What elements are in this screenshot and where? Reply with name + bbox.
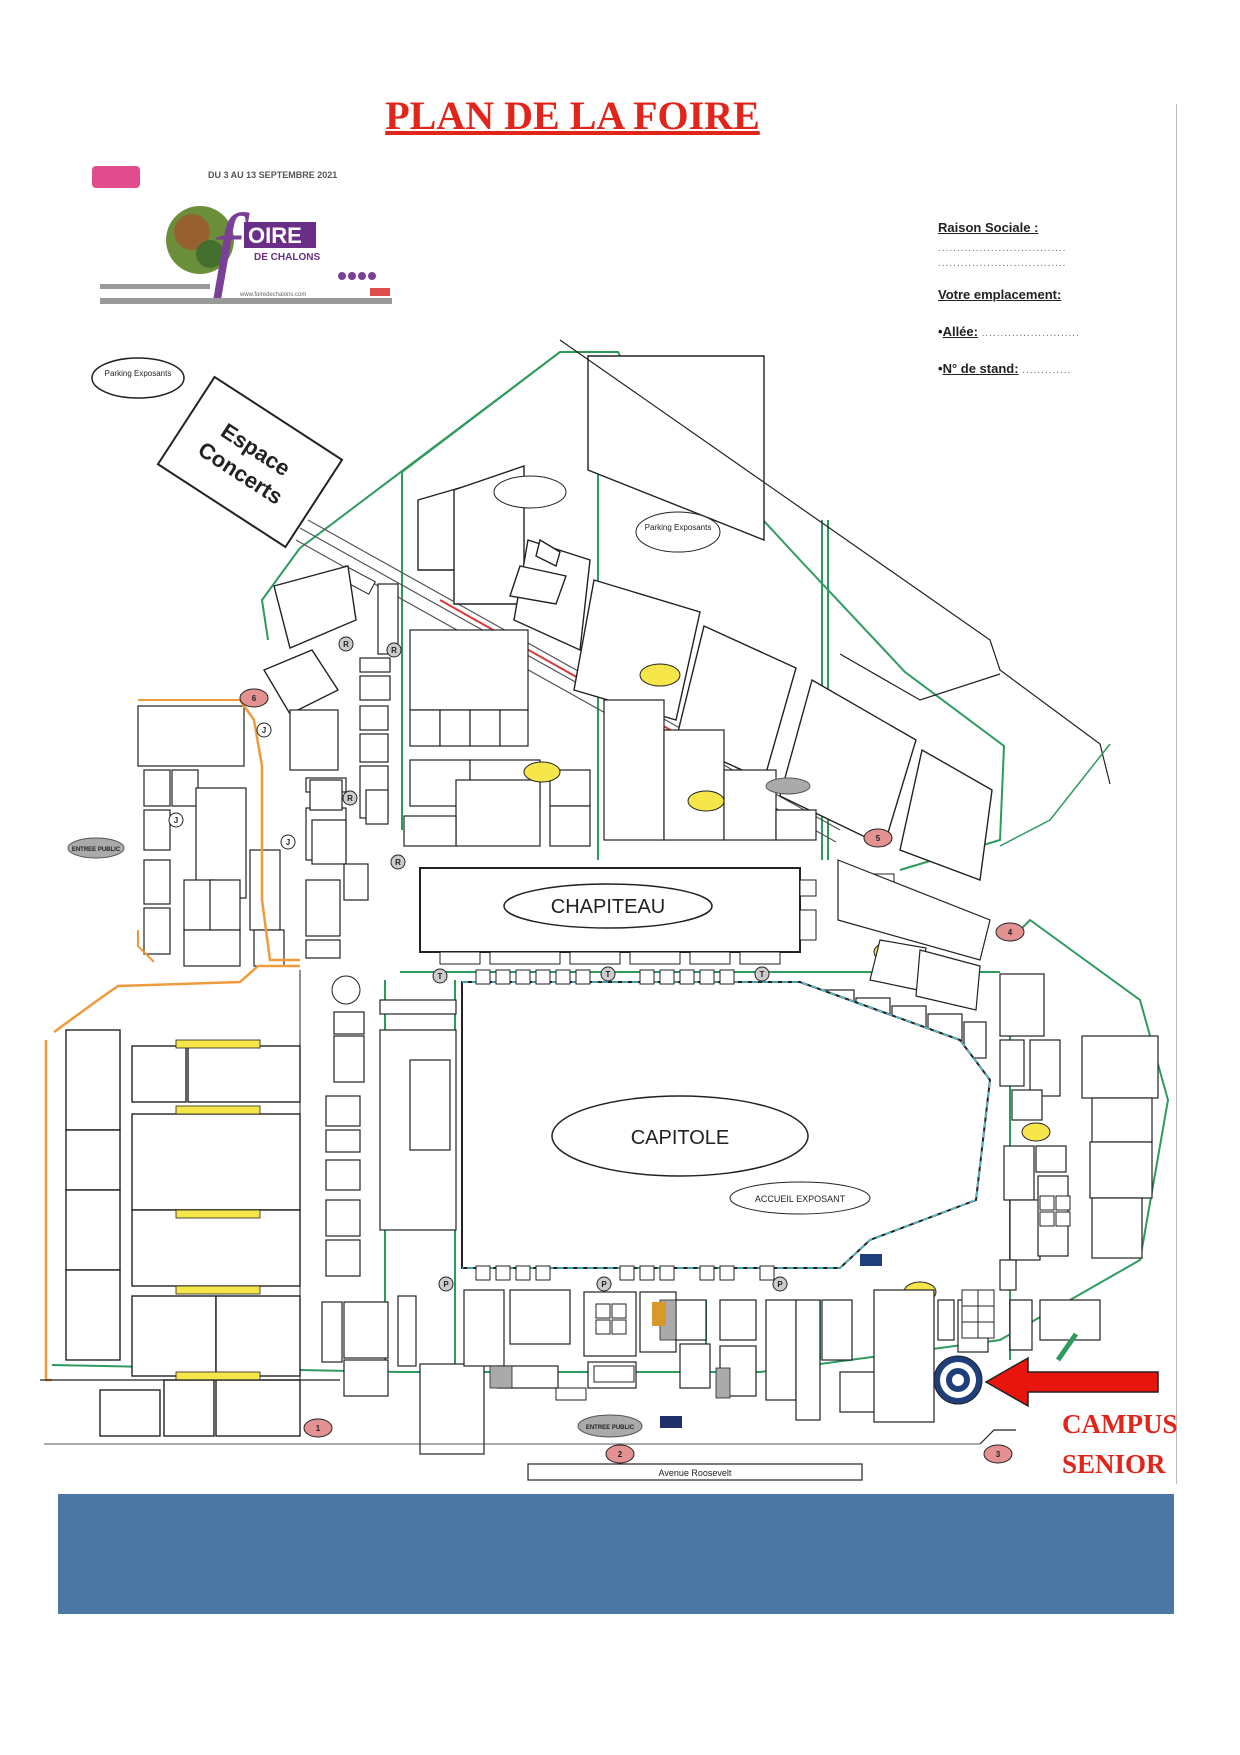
stand-field: •N° de stand: ............. [938,361,1118,376]
campus-line1: CAMPUS [1062,1409,1178,1439]
stand-label-box [593,1365,635,1383]
southwest-halls [65,1029,301,1437]
avenue-roosevelt-label: Avenue Roosevelt [659,1468,732,1478]
west-stands [137,705,369,967]
parking-exposants-oval-2 [635,511,721,553]
svg-text:P: P [777,1280,783,1289]
page-title: PLAN DE LA FOIRE [385,93,760,138]
stand-dots: ............. [1022,365,1072,376]
west-capitole-stands [325,999,457,1277]
entree-public-oval-west [67,837,125,859]
social-icons [338,272,376,280]
chapiteau-stands [439,879,817,965]
gate-1: 1 [316,1424,321,1433]
partner-logo [92,166,140,188]
exhibitor-form: Raison Sociale : .......................… [938,220,1118,376]
logo-dates: DU 3 AU 13 SEPTEMBRE 2021 [208,170,337,180]
svg-text:R: R [343,640,349,649]
entree-public-label-west: ENTREE PUBLIC [72,847,121,853]
x-crates-east [1039,1195,1071,1227]
svg-text:R: R [395,858,401,867]
capitole-perimeter-stands [475,969,775,1281]
blue-sign [660,1416,682,1428]
letter-markers: R R R R T T T P P P J J J [168,636,788,1292]
gate-4: 4 [1008,928,1013,937]
stand-label: N° de stand: [942,361,1019,376]
gate-markers: 1 2 3 4 5 6 [239,688,1025,1464]
capitole-label: CAPITOLE [631,1127,730,1149]
svg-text:J: J [174,816,178,825]
svg-text:J: J [286,838,290,847]
allee-label: Allée: [942,324,978,339]
votre-emplacement-label: Votre emplacement: [938,287,1062,302]
allee-bullet: • [938,324,943,339]
parking-exposants-label-2: Parking Exposants [645,523,712,532]
page-edge-rule [1176,104,1177,1484]
campus-senior-marker [933,1355,983,1405]
espace-concerts: Espace Concerts [156,375,344,549]
parking-exposants-oval-1 [91,357,185,399]
campus-senior-label: CAMPUS SENIOR [1062,1404,1222,1484]
central-stands [305,583,817,861]
ne-boundary [559,339,1111,785]
accueil-exposant-label: ACCUEIL EXPOSANT [755,1194,846,1204]
campus-line2: SENIOR [1062,1449,1166,1479]
grid-stand [961,1289,995,1339]
svg-text:J: J [262,726,266,735]
entree-public-label-south: ENTREE PUBLIC [586,1425,635,1431]
raison-sociale-label: Raison Sociale : [938,220,1039,235]
sponsor-strip [100,284,392,304]
chapiteau-label: CHAPITEAU [551,896,665,918]
parking-exposants-label-1: Parking Exposants [105,369,172,378]
logo-website: www.foiredechalons.com [239,292,306,298]
raison-sociale-dots-2: .................................. [938,258,1067,269]
x-crates [595,1303,627,1335]
gate-2: 2 [618,1450,623,1459]
accueil-desk [860,1254,882,1266]
logo-oire: OIRE [248,223,302,248]
gate-3: 3 [996,1450,1001,1459]
svg-text:T: T [438,972,443,981]
gate-5: 5 [876,834,881,843]
avenue-roosevelt-box [527,1463,863,1481]
chapiteau-oval [503,883,713,929]
roundabout-west [331,975,361,1005]
svg-text:T: T [606,970,611,979]
fair-logo: DU 3 AU 13 SEPTEMBRE 2021 f OIRE DE CHAL… [92,166,392,304]
svg-text:R: R [347,794,353,803]
stand-bullet: • [938,361,943,376]
grey-marker-north [765,777,811,795]
entree-public-oval-south [577,1414,643,1438]
allee-field: •Allée: .......................... [938,324,1118,339]
orange-path-west [53,964,300,1034]
southeast-stands [999,973,1159,1351]
svg-text:R: R [391,646,397,655]
orange-kiosk [652,1302,666,1326]
svg-text:T: T [760,970,765,979]
gate-6: 6 [252,694,257,703]
svg-text:P: P [443,1280,449,1289]
logo-subtitle: DE CHALONS [254,252,320,263]
orange-path-north [238,699,300,962]
parking-oval-small [493,475,567,509]
footer-band [58,1494,1174,1614]
capitole-oval [551,1095,809,1177]
hall-yellow-headers [175,1039,261,1381]
allee-dots: .......................... [981,328,1080,339]
campus-senior-arrow [984,1356,1159,1408]
svg-text:P: P [601,1280,607,1289]
accueil-exposant-oval [729,1181,871,1215]
raison-sociale-dots-1: .................................. [938,243,1067,254]
